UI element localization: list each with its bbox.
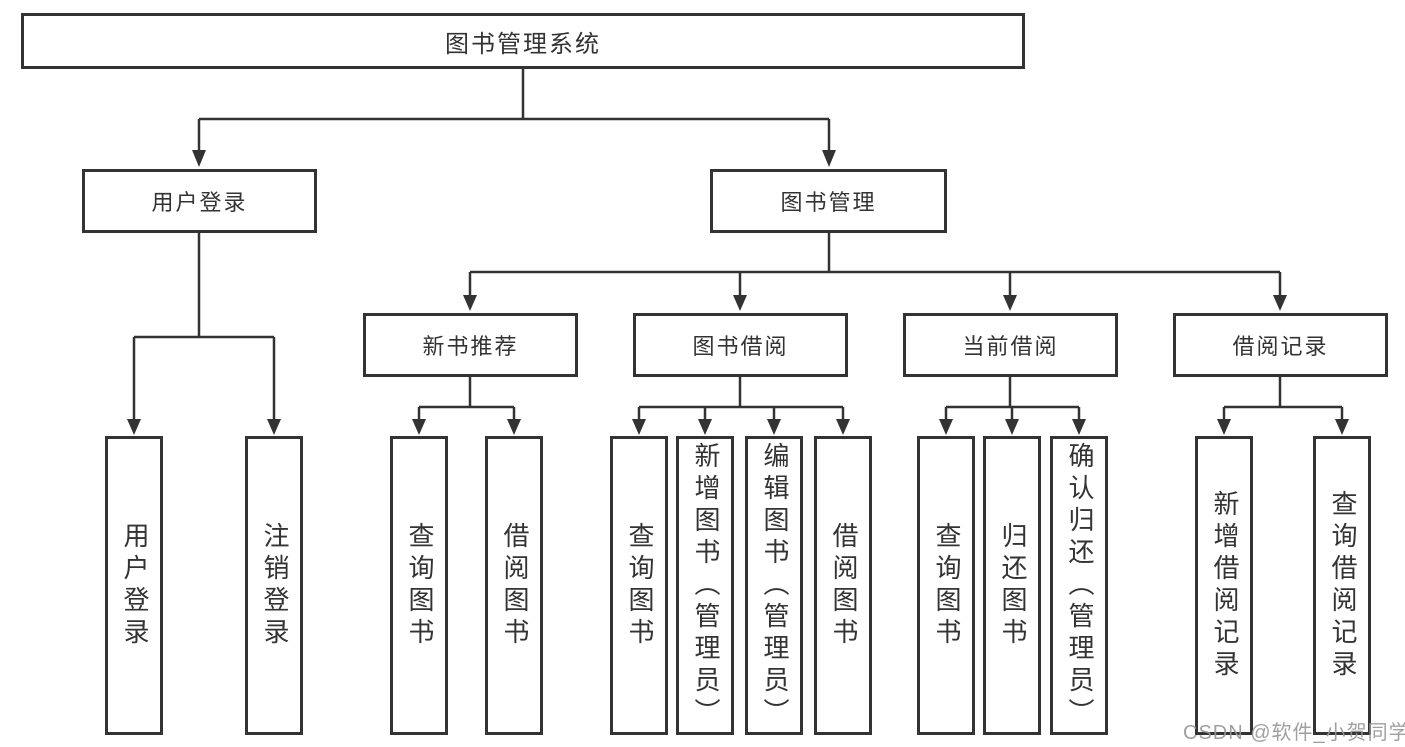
connector-root-to-level2: [197, 69, 831, 152]
leaf-logout: 注销登录: [245, 436, 303, 735]
node-borrowing-records: 借阅记录: [1173, 313, 1388, 377]
connector-book-management-branch: [468, 233, 1282, 297]
connector-user-login-branch: [132, 233, 276, 421]
node-current-borrowing: 当前借阅: [903, 313, 1118, 377]
leaf-query-books-borrowing: 查询图书: [610, 436, 668, 735]
leaf-add-books-admin-label: 新增图书（管理员）: [690, 441, 721, 730]
leaf-add-borrow-record: 新增借阅记录: [1195, 436, 1253, 735]
leaf-query-books-borrowing-label: 查询图书: [624, 521, 655, 650]
leaf-query-books-current: 查询图书: [917, 436, 975, 735]
node-user-login: 用户登录: [82, 169, 317, 233]
node-book-management: 图书管理: [710, 169, 947, 233]
leaf-borrow-books-borrowing: 借阅图书: [814, 436, 872, 735]
leaf-add-borrow-record-label: 新增借阅记录: [1209, 489, 1240, 682]
arrowheads: [127, 150, 1349, 435]
connector-borrowing-records-branch: [1222, 377, 1344, 421]
leaf-query-books-recommend: 查询图书: [390, 436, 448, 735]
leaf-user-login: 用户登录: [105, 436, 163, 735]
leaf-return-books: 归还图书: [983, 436, 1041, 735]
node-root-label: 图书管理系统: [445, 30, 601, 58]
leaf-confirm-return-admin: 确认归还（管理员）: [1050, 436, 1108, 735]
leaf-return-books-label: 归还图书: [997, 521, 1028, 650]
leaf-edit-books-admin: 编辑图书（管理员）: [745, 436, 803, 735]
leaf-query-books-current-label: 查询图书: [931, 521, 962, 650]
node-book-borrowing-label: 图书借阅: [692, 334, 789, 359]
node-book-management-label: 图书管理: [780, 190, 877, 215]
leaf-edit-books-admin-label: 编辑图书（管理员）: [759, 441, 790, 730]
leaf-borrow-books-borrowing-label: 借阅图书: [828, 521, 859, 650]
leaf-query-books-recommend-label: 查询图书: [404, 521, 435, 650]
connector-new-book-branch: [417, 377, 516, 421]
node-current-borrowing-label: 当前借阅: [962, 334, 1059, 359]
leaf-query-borrow-record: 查询借阅记录: [1313, 436, 1371, 735]
node-new-book-recommendation: 新书推荐: [363, 313, 578, 377]
leaf-logout-label: 注销登录: [259, 521, 290, 650]
leaf-confirm-return-admin-label: 确认归还（管理员）: [1064, 441, 1095, 730]
node-borrowing-records-label: 借阅记录: [1232, 334, 1329, 359]
leaf-query-borrow-record-label: 查询借阅记录: [1327, 489, 1358, 682]
connector-current-borrowing-branch: [944, 377, 1081, 421]
node-root: 图书管理系统: [21, 13, 1025, 69]
leaf-user-login-label: 用户登录: [119, 521, 150, 650]
leaf-borrow-books-recommend-label: 借阅图书: [499, 521, 530, 650]
connector-book-borrowing-branch: [637, 377, 845, 421]
node-new-book-recommendation-label: 新书推荐: [422, 334, 519, 359]
node-user-login-label: 用户登录: [151, 190, 248, 215]
leaf-add-books-admin: 新增图书（管理员）: [676, 436, 734, 735]
csdn-watermark: CSDN @软件_小贺同学: [1183, 722, 1405, 744]
leaf-borrow-books-recommend: 借阅图书: [485, 436, 543, 735]
node-book-borrowing: 图书借阅: [633, 313, 848, 377]
